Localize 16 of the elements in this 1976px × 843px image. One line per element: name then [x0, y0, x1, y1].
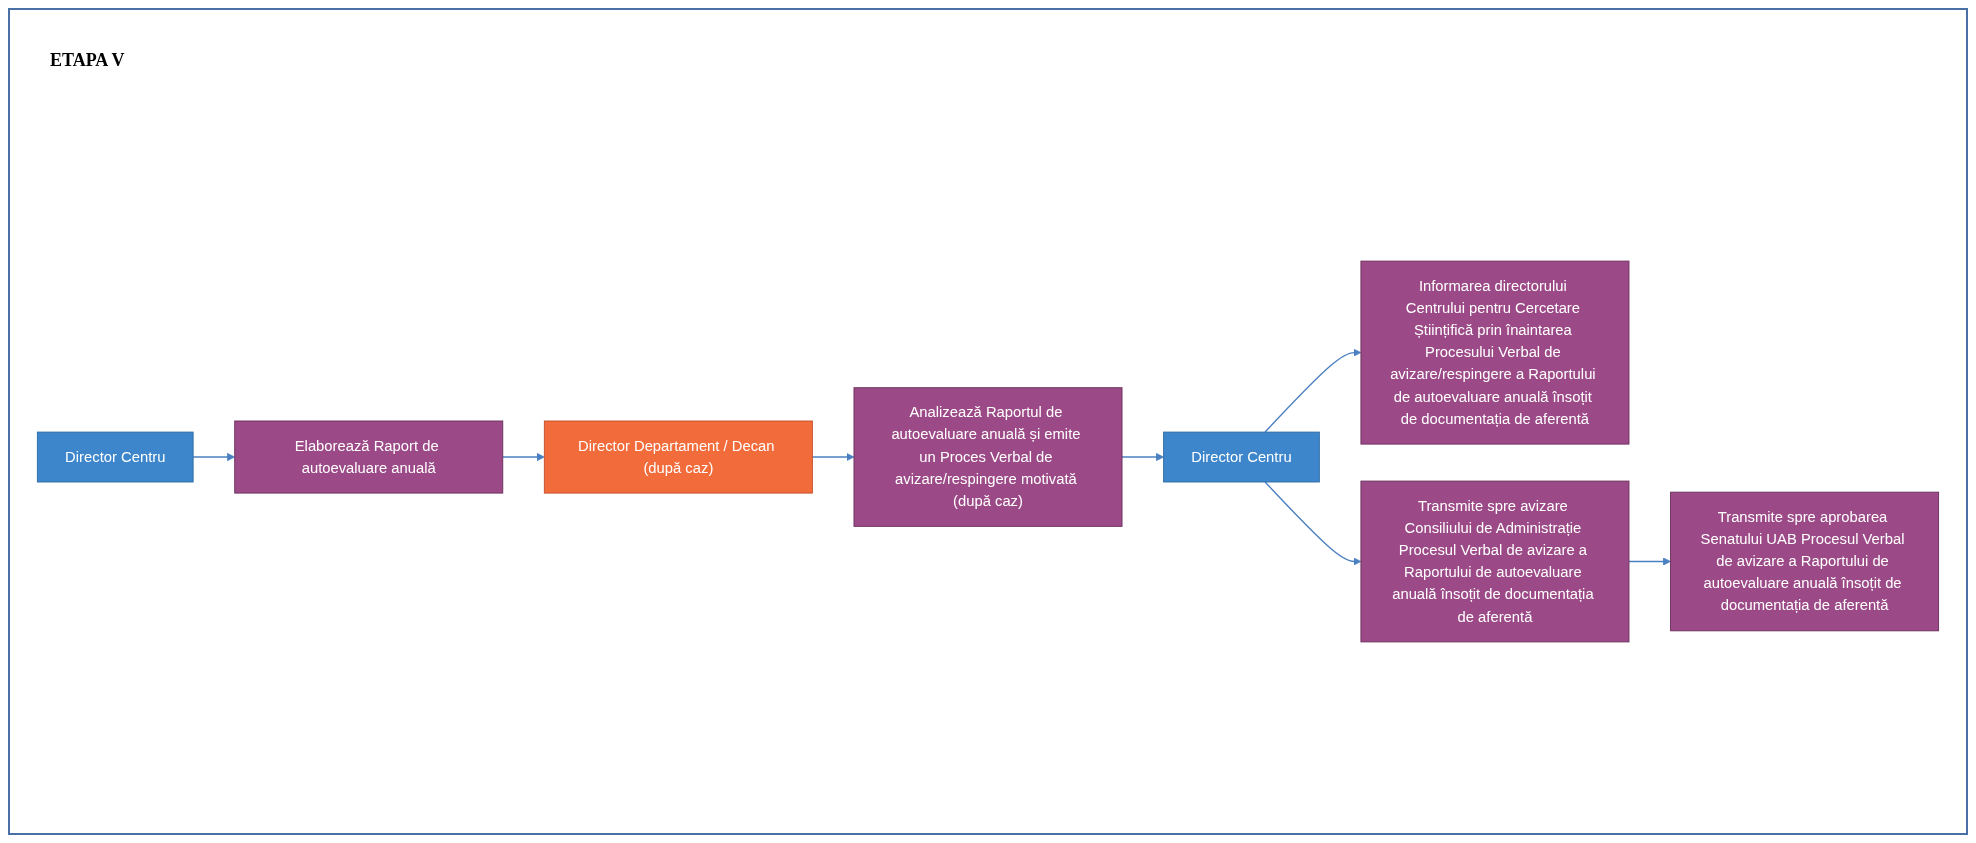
arrow: [1264, 481, 1362, 566]
node-box: Elaborează Raport de autoevaluare anuală: [234, 420, 504, 494]
arrow: [502, 453, 545, 462]
arrow: [1264, 348, 1362, 433]
node-box: Director Centru: [36, 431, 194, 483]
node-box: Director Centru: [1163, 431, 1320, 483]
arrow: [1121, 453, 1164, 462]
node-box: Transmite spre avizare Consiliului de Administrație Procesul Verbal de avizare a Raportului de autoevaluare anuală însoțit de documentația de aferentă: [1360, 480, 1630, 643]
node-box: Informarea directorului Centrului pentru Cercetare Științifică prin înaintarea Procesului Verbal de avizare/respingere a Raportului de autoevaluare anuală însoțit de documentația de aferentă: [1360, 260, 1630, 445]
node-box: Transmite spre aprobarea Senatului UAB Procesul Verbal de avizare a Raportului de autoevaluare anuală însoțit de documentația de aferentă: [1670, 491, 1940, 632]
node-box: Analizează Raportul de autoevaluare anuală și emite un Proces Verbal de avizare/respingere motivată (după caz): [853, 387, 1123, 527]
arrow: [1628, 557, 1671, 566]
diagram-title: ETAPA V: [50, 50, 125, 71]
arrow: [192, 453, 236, 462]
node-box: Director Departament / Decan (după caz): [543, 420, 813, 494]
arrow: [811, 453, 855, 462]
